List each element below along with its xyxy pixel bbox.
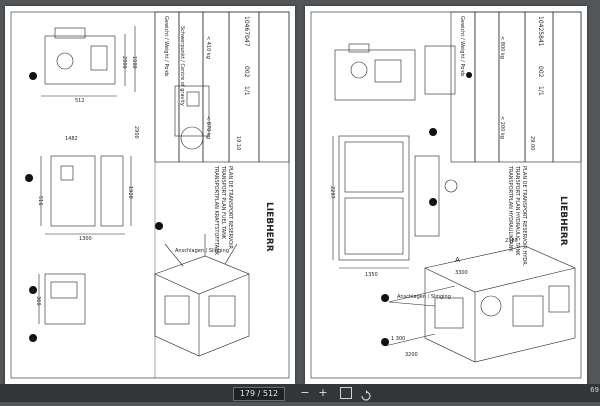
weight-empty-left: < 410 kg bbox=[205, 36, 211, 59]
dim-9-left: 1482 bbox=[65, 136, 78, 142]
date-left: 19.10 bbox=[235, 136, 241, 150]
dim-7-left: 360 bbox=[35, 296, 41, 306]
dim-1-left: 2900 bbox=[121, 56, 127, 69]
dim-4-left: 516 bbox=[37, 196, 43, 206]
title-fr-right: PLAN DE TRANSPORT RESERVOIR HYDR. bbox=[521, 166, 527, 267]
dim-5-right: 1 300 bbox=[391, 336, 405, 342]
title-de-right: TRANSPORTPLAN HYDRAULIKTANK bbox=[507, 165, 513, 252]
brand-logo-left: LIEBHERR bbox=[264, 202, 274, 252]
dim-3-left: 512 bbox=[75, 98, 85, 104]
title-fr-left: PLAN DE TRANSPORT RESERVOIR bbox=[227, 166, 233, 250]
drawing-index-right: 002 bbox=[537, 66, 544, 78]
brand-logo-right: LIEBHERR bbox=[558, 196, 568, 246]
dim-2-left: 1500 bbox=[131, 56, 137, 69]
sheet-number-right: 1/1 bbox=[537, 86, 544, 96]
dim-6-right: 3200 bbox=[405, 352, 418, 358]
weight-full-right: < 200 kg bbox=[499, 116, 505, 139]
sheet-number-left: 1/1 bbox=[243, 86, 250, 96]
drawing-index-left: 002 bbox=[243, 66, 250, 78]
weight-full-left: < 870 kg bbox=[205, 116, 211, 139]
weight-label-right: Gewicht / Weight / Poids bbox=[459, 16, 465, 77]
viewer-toolbar: 179 / 512 − + bbox=[0, 384, 600, 402]
drawing-number-left: 10467047 bbox=[243, 16, 250, 47]
dim-1-right: 2297 bbox=[329, 186, 335, 199]
weight-label-left: Gewicht / Weight / Poids bbox=[163, 16, 169, 77]
fit-page-icon[interactable] bbox=[340, 387, 352, 399]
note-marker-right: A bbox=[455, 256, 460, 264]
dim-6-left: 1300 bbox=[79, 236, 92, 242]
technical-drawing-right: LIEBHERR TRANSPORTPLAN HYDRAULIKTANK TRA… bbox=[310, 11, 582, 379]
note-slinging-left: Anschlagen / Slinging bbox=[175, 248, 229, 254]
weight-empty-right: < 800 kg bbox=[499, 36, 505, 59]
dim-4-right: 2380 bbox=[505, 238, 518, 244]
zoom-out-button[interactable]: − bbox=[300, 386, 310, 399]
note-cog-left: Schwerpunkt / Centre of gravity bbox=[179, 26, 185, 106]
document-page-left: LIEBHERR TRANSPORTPLAN KRAFTSTOFFTANK TR… bbox=[5, 6, 295, 384]
page-number-input[interactable]: 179 / 512 bbox=[233, 387, 285, 401]
dim-5-left: 1920 bbox=[127, 186, 133, 199]
title-en-right: TRANSPORT PLAN HYDRAULIC TANK bbox=[514, 165, 520, 256]
document-page-right: LIEBHERR TRANSPORTPLAN HYDRAULIKTANK TRA… bbox=[305, 6, 587, 384]
title-en-left: TRANSPORT PLAN FUEL TANK bbox=[220, 165, 226, 240]
dim-3-right: 3300 bbox=[455, 270, 468, 276]
edge-page-number: 69 bbox=[590, 386, 599, 394]
rotate-icon[interactable] bbox=[360, 387, 372, 401]
dim-2-right: 1350 bbox=[365, 272, 378, 278]
zoom-in-button[interactable]: + bbox=[318, 386, 328, 399]
drawing-number-right: 10425841 bbox=[537, 16, 544, 47]
date-right: 29.00 bbox=[529, 136, 535, 150]
technical-drawing-left: LIEBHERR TRANSPORTPLAN KRAFTSTOFFTANK TR… bbox=[10, 11, 290, 379]
note-slinging-right: Anschlagen / Slinging bbox=[397, 294, 451, 300]
dim-8-left: 2900 bbox=[133, 126, 139, 139]
title-de-left: TRANSPORTPLAN KRAFTSTOFFTANK bbox=[213, 165, 219, 256]
